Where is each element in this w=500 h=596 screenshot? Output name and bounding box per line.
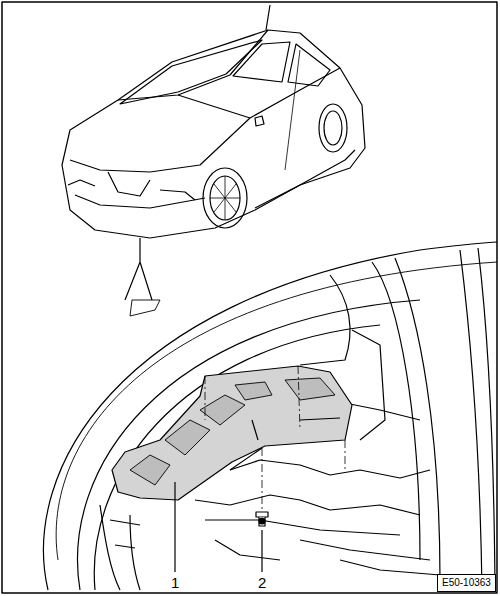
leader-line: [261, 530, 262, 572]
figure-number-box: E50-10363: [437, 574, 496, 592]
callout-number: 2: [256, 575, 268, 590]
wheel-housing-detail: [43, 242, 497, 590]
assembly-line: [205, 366, 345, 512]
detail-pointer: [125, 238, 152, 300]
wheel-housing-cover: [112, 366, 352, 500]
bolt-symbol: [256, 512, 268, 526]
leader-line: [174, 482, 175, 572]
figure-number: E50-10363: [442, 578, 491, 588]
callout-number: 1: [169, 575, 181, 590]
car-overview: [62, 5, 365, 238]
